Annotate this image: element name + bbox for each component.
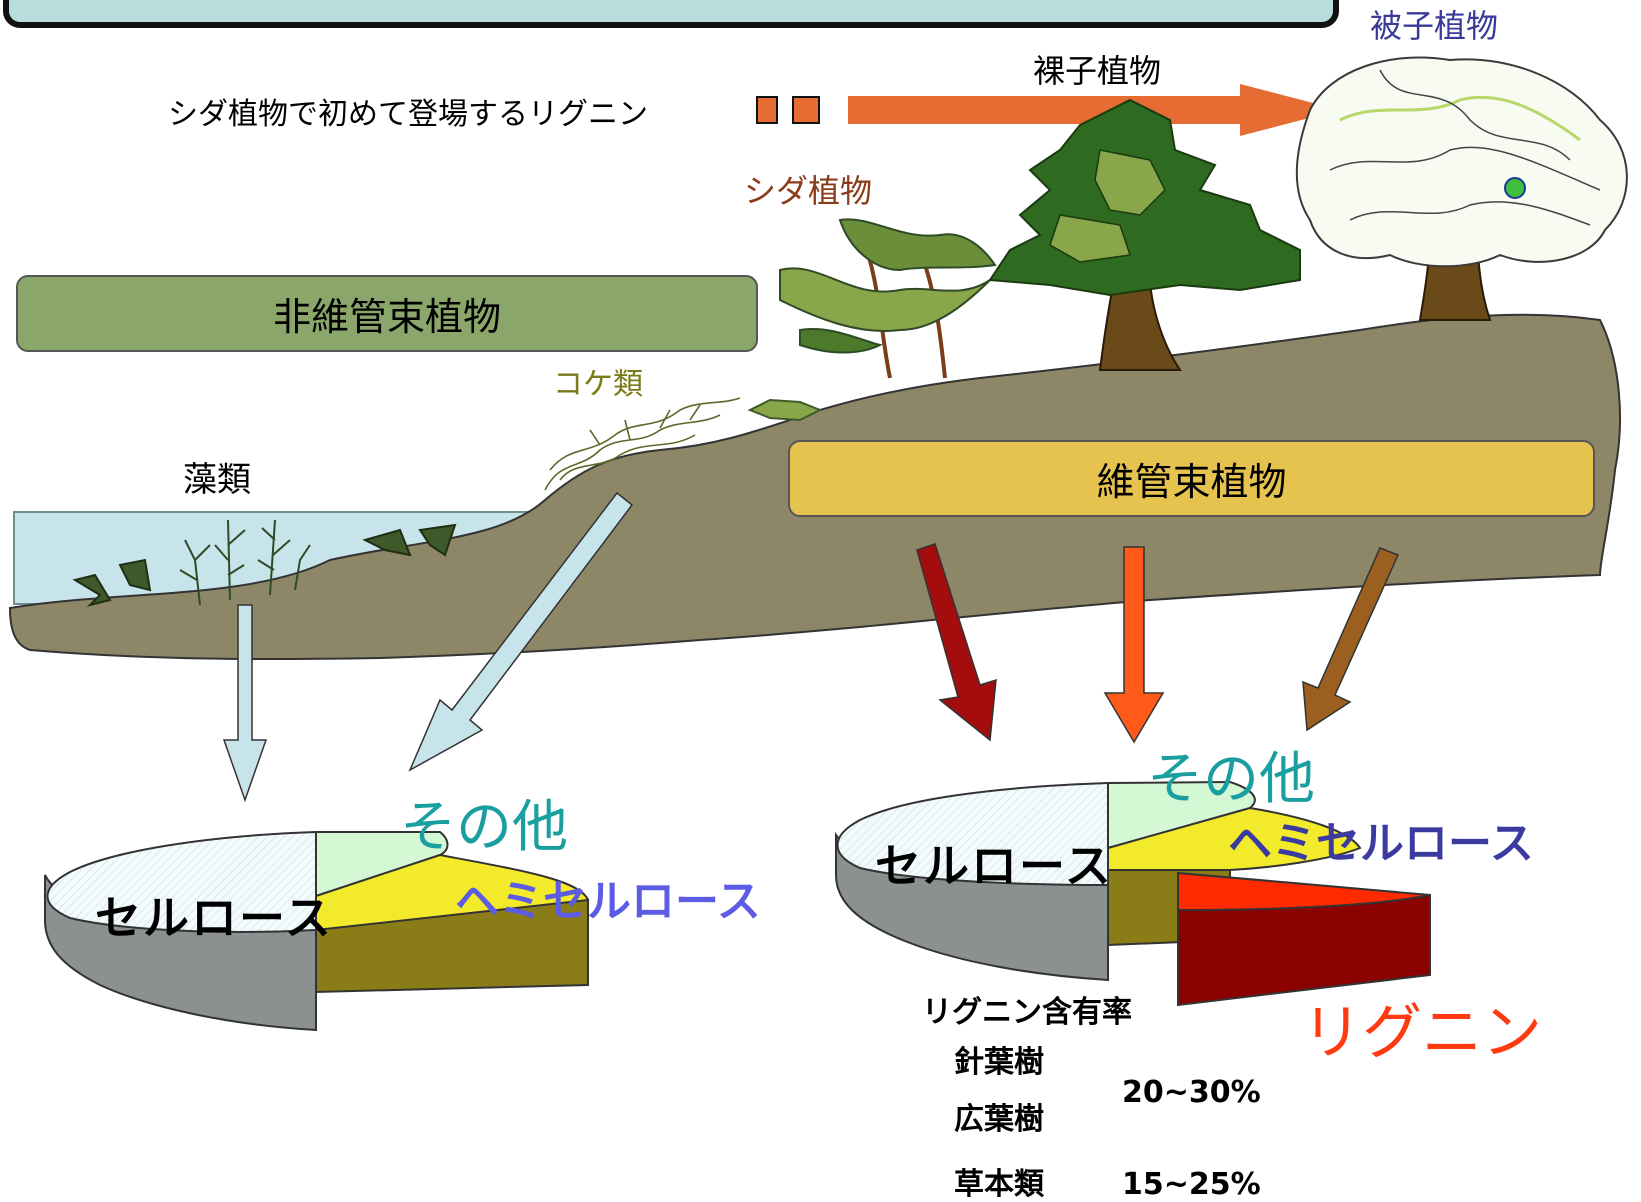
pie-left-hemicellulose-label: ヘミセルロース — [455, 876, 761, 927]
algae-label: 藻類 — [183, 460, 251, 500]
pie-right — [835, 780, 1431, 1007]
evolution-arrow — [756, 84, 1340, 136]
wood-lignin-value: 20~30% — [1122, 1075, 1261, 1110]
pie-left-other-label: その他 — [400, 795, 568, 860]
arrow-vascular-orange — [1103, 546, 1165, 744]
herb-lignin-value: 15~25% — [1122, 1167, 1261, 1202]
pie-right-cellulose-label: セルロース — [875, 839, 1113, 893]
lignin-content-title: リグニン含有率 — [922, 995, 1132, 1030]
vascular-box: 維管束植物 — [788, 440, 1595, 517]
softwood-label: 針葉樹 — [954, 1045, 1044, 1080]
fern-plant — [779, 218, 997, 379]
hardwood-label: 広葉樹 — [954, 1102, 1044, 1137]
pie-left-cellulose — [46, 830, 317, 933]
angiosperm-label: 被子植物 — [1370, 7, 1499, 45]
pie-right-lignin-label: リグニン — [1302, 998, 1542, 1068]
lignin-origin-note: シダ植物で初めて登場するリグニン — [168, 97, 648, 132]
arrow-moss-down — [408, 491, 634, 772]
moss-leaf — [747, 398, 823, 422]
arrow-vascular-brown — [1302, 547, 1400, 732]
broadleaf-tree — [1295, 56, 1628, 321]
fern-label: シダ植物 — [744, 172, 873, 210]
arrow-algae-down — [222, 604, 268, 803]
moss-plants — [544, 397, 741, 491]
moss-label: コケ類 — [553, 367, 643, 402]
arrow-vascular-red — [916, 543, 997, 742]
pie-right-hemicellulose — [1107, 806, 1362, 871]
pie-right-cellulose — [836, 781, 1109, 887]
pie-right-lignin — [1177, 871, 1431, 912]
pie-right-lignin-side — [1177, 893, 1431, 1007]
conifer-tree — [988, 98, 1301, 371]
seaweed-leaves — [72, 523, 457, 607]
pie-right-other-label: その他 — [1147, 747, 1315, 812]
pie-right-hemicellulose-label: ヘミセルロース — [1228, 818, 1534, 869]
pie-left — [44, 830, 590, 1032]
pie-left-cellulose-label: セルロース — [95, 891, 333, 945]
gymnosperm-label: 裸子植物 — [1033, 52, 1162, 90]
nonvascular-box: 非維管束植物 — [16, 275, 758, 352]
herbaceous-label: 草本類 — [954, 1167, 1044, 1202]
header-banner — [3, 0, 1339, 28]
algae-plants — [179, 519, 311, 606]
